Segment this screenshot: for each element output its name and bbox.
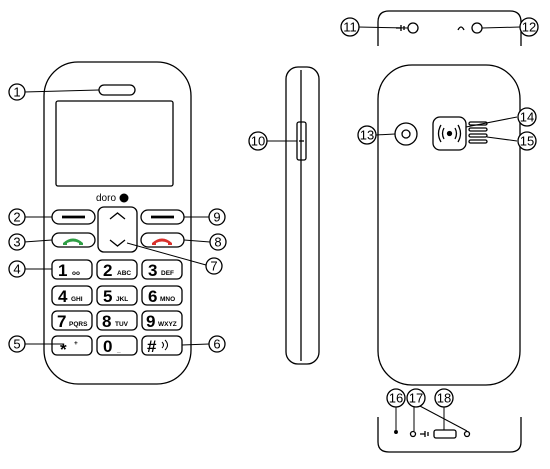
navigation-key (97, 206, 138, 253)
charging-port (433, 429, 457, 439)
lanyard-hole (409, 430, 417, 438)
key-6 (141, 285, 183, 306)
phone-back-body (377, 64, 521, 386)
display-screen (55, 100, 174, 187)
bottom-view (377, 417, 522, 453)
assistance-icon (446, 130, 453, 137)
vibrate-icon (161, 339, 168, 351)
callout-1: 1 (13, 85, 20, 100)
key-7 (51, 310, 93, 331)
phone-red-icon (152, 238, 172, 245)
key-hash (141, 335, 183, 356)
callout-circles (8, 17, 539, 408)
callout-17: 17 (409, 391, 423, 406)
phone-side-body (285, 66, 320, 365)
phone-green-icon (63, 238, 83, 245)
callout-11: 11 (343, 20, 357, 35)
key-7-letters: PQRS (69, 321, 88, 328)
phone-front-body (43, 61, 192, 385)
callout-numbers: 1 2 3 4 5 6 7 8 9 10 11 12 13 14 15 16 1… (13, 20, 536, 406)
chevron-down-icon (109, 239, 126, 247)
key-star-symbol: * (60, 340, 67, 359)
callout-7: 7 (210, 259, 217, 274)
headset-icon (457, 26, 465, 31)
key-4 (51, 285, 93, 306)
key-star (51, 335, 93, 356)
key-3-letters: DEF (161, 270, 174, 277)
callout-2: 2 (13, 210, 20, 225)
key-5-digit: 5 (103, 287, 112, 306)
key-1-digit: 1 (58, 261, 67, 280)
front-view: doro (43, 61, 192, 385)
top-view (377, 10, 522, 46)
microphone-hole (394, 430, 398, 434)
key-hash-symbol: # (147, 337, 157, 356)
callout-6: 6 (213, 337, 220, 352)
callout-8: 8 (214, 235, 221, 250)
camera-lens (394, 122, 418, 146)
callout-3: 3 (13, 235, 20, 250)
leader-lines (23, 26, 521, 432)
key-labels: 1 oo 2 ABC 3 DEF 4 GHI 5 JKL 6 MNO 7 PQR… (57, 261, 177, 359)
key-8 (96, 310, 138, 331)
key-6-digit: 6 (148, 287, 157, 306)
strap-hole (463, 430, 471, 438)
key-4-letters: GHI (71, 296, 83, 303)
key-9 (141, 310, 183, 331)
charger-port-icon (420, 431, 429, 437)
key-3-digit: 3 (148, 261, 157, 280)
signal-waves-icon (437, 124, 462, 143)
callout-15: 15 (520, 134, 534, 149)
key-1-voicemail-icon: oo (72, 270, 80, 277)
chevron-up-icon (109, 212, 126, 220)
callout-16: 16 (389, 391, 403, 406)
key-0 (96, 335, 138, 356)
side-view (285, 66, 320, 365)
callout-10: 10 (251, 134, 265, 149)
key-9-letters: WXYZ (158, 321, 177, 328)
phone-top-body (377, 10, 522, 46)
key-0-digit: 0 (103, 337, 112, 356)
charger-socket (407, 22, 419, 34)
back-view (377, 64, 521, 386)
key-9-digit: 9 (146, 312, 155, 331)
callout-9: 9 (213, 210, 220, 225)
key-2-digit: 2 (103, 261, 112, 280)
key-5-letters: JKL (116, 296, 128, 303)
key-8-digit: 8 (102, 312, 111, 331)
callout-4: 4 (13, 262, 20, 277)
key-4-digit: 4 (58, 287, 68, 306)
key-2-letters: ABC (117, 270, 131, 277)
earpiece (98, 84, 136, 96)
callout-18: 18 (437, 391, 451, 406)
callout-5: 5 (13, 337, 20, 352)
key-6-letters: MNO (160, 296, 175, 303)
key-7-digit: 7 (57, 312, 66, 331)
assistance-button (432, 116, 467, 151)
camera-lens-inner (401, 129, 411, 139)
key-5 (96, 285, 138, 306)
brand-logo: doro (96, 193, 129, 204)
headset-socket (471, 22, 483, 34)
key-8-letters: TUV (115, 321, 129, 328)
brand-name: doro (96, 193, 116, 204)
key-star-plus: + (74, 340, 78, 347)
brand-mark-icon (119, 193, 129, 203)
phone-bottom-body (377, 417, 522, 453)
key-2 (96, 259, 138, 280)
callout-14: 14 (520, 110, 534, 125)
key-0-space: _ (116, 347, 121, 354)
callout-13: 13 (360, 128, 374, 143)
key-3 (141, 259, 183, 280)
callout-12: 12 (522, 20, 536, 35)
